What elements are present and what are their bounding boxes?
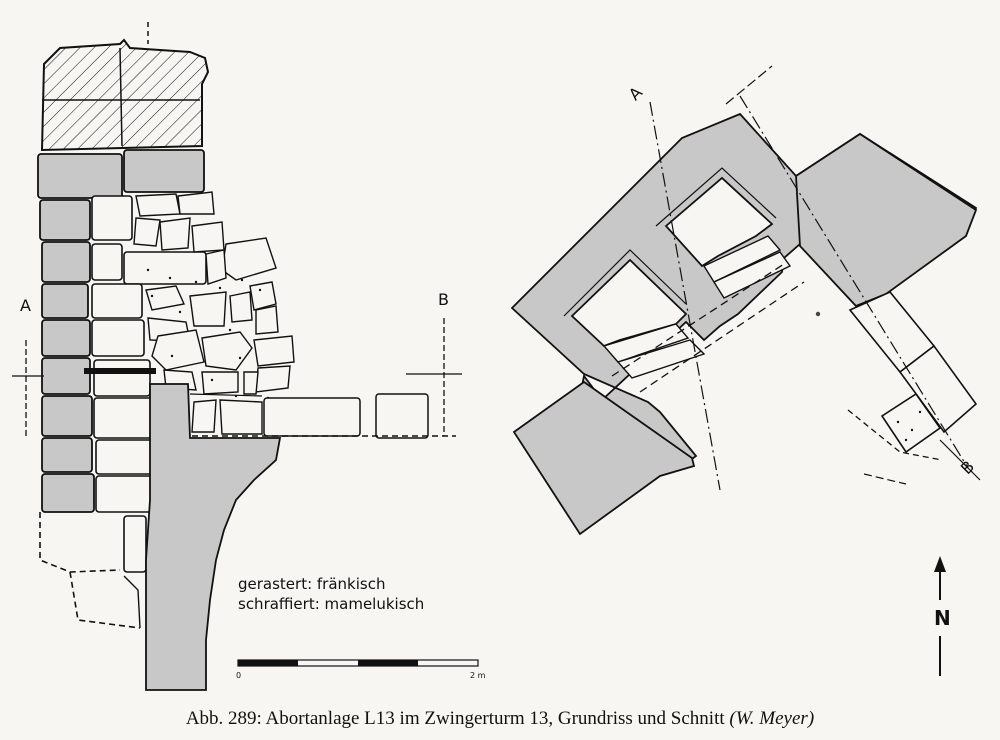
channel-stones [602,235,792,379]
north-label: N [934,606,951,630]
floor-stones [263,393,429,439]
section-label-b-left: B [438,290,449,309]
scale-start-label: 0 [236,671,242,680]
section-drawing [12,22,462,691]
section-line-b [739,95,969,469]
scale-end-label: 2 m [470,671,486,680]
legend-raster: gerastert: fränkisch [238,575,386,593]
caption-credit: (W. Meyer) [729,708,815,729]
plan-wall-sw [512,380,696,536]
plan-east-stones [848,291,978,454]
latrine-opening-2 [664,176,774,268]
caption-text: Abb. 289: Abortanlage L13 im Zwingerturm… [185,708,725,729]
frankish-wall-left [37,149,205,513]
scale-bar [237,659,479,667]
north-arrow-icon [934,556,946,676]
section-label-a-left: A [20,296,31,315]
legend-hatch: schraffiert: mamelukisch [238,595,425,613]
legend: gerastert: fränkisch schraffiert: mamelu… [238,574,424,614]
frankish-wall-lower [145,383,282,691]
rubble-core [133,191,295,435]
timber-beam [84,368,156,374]
inner-facing-stones [91,195,207,573]
figure-caption: Abb. 289: Abortanlage L13 im Zwingerturm… [0,708,1000,730]
section-line-a [649,101,721,491]
plan-drawing [510,65,981,536]
mamluk-hatched-block [40,38,210,152]
plan-wall-ne [795,132,978,308]
